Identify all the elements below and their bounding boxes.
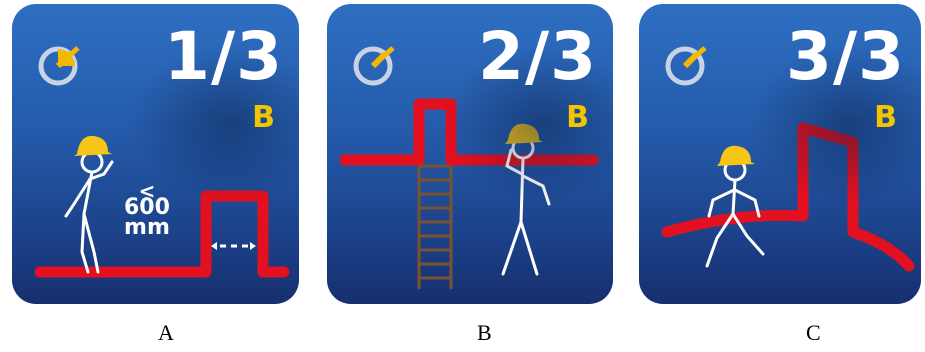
pipe: [339, 98, 599, 166]
category-badge: B: [252, 100, 275, 135]
panel-a-illustration: [34, 46, 290, 278]
step-panel-3: 3/3 B: [639, 4, 921, 304]
helmet: [717, 145, 755, 166]
gap-unit: mm: [124, 215, 170, 240]
timer-icon: [353, 46, 395, 86]
helmet: [74, 135, 112, 156]
pipe: [661, 122, 915, 272]
helmet: [505, 123, 543, 144]
step-panel-2: 2/3 B: [327, 4, 613, 304]
pipe: [34, 190, 290, 278]
gap-limit-symbol: <: [138, 179, 156, 203]
category-badge: B: [874, 100, 897, 135]
category-badge: B: [566, 100, 589, 135]
caption-c: C: [806, 320, 821, 345]
worker-figure: [501, 136, 551, 276]
panel-c-illustration: [661, 46, 915, 272]
worker-figure: [64, 150, 114, 274]
ladder: [417, 154, 453, 289]
timer-icon: [665, 46, 707, 86]
caption-b: B: [477, 320, 492, 345]
step-counter: 3/3: [786, 18, 905, 95]
gap-arrow-icon: [211, 242, 256, 250]
gap-dimension: < 600 mm: [124, 179, 170, 240]
caption-a: A: [158, 320, 174, 345]
gap-value: 600: [124, 195, 170, 220]
step-counter: 1/3: [164, 18, 283, 95]
timer-icon: [38, 46, 80, 86]
panel-b-illustration: [339, 46, 599, 289]
step-counter: 2/3: [478, 18, 597, 95]
step-panel-1: 1/3 B < 600 mm: [12, 4, 299, 304]
